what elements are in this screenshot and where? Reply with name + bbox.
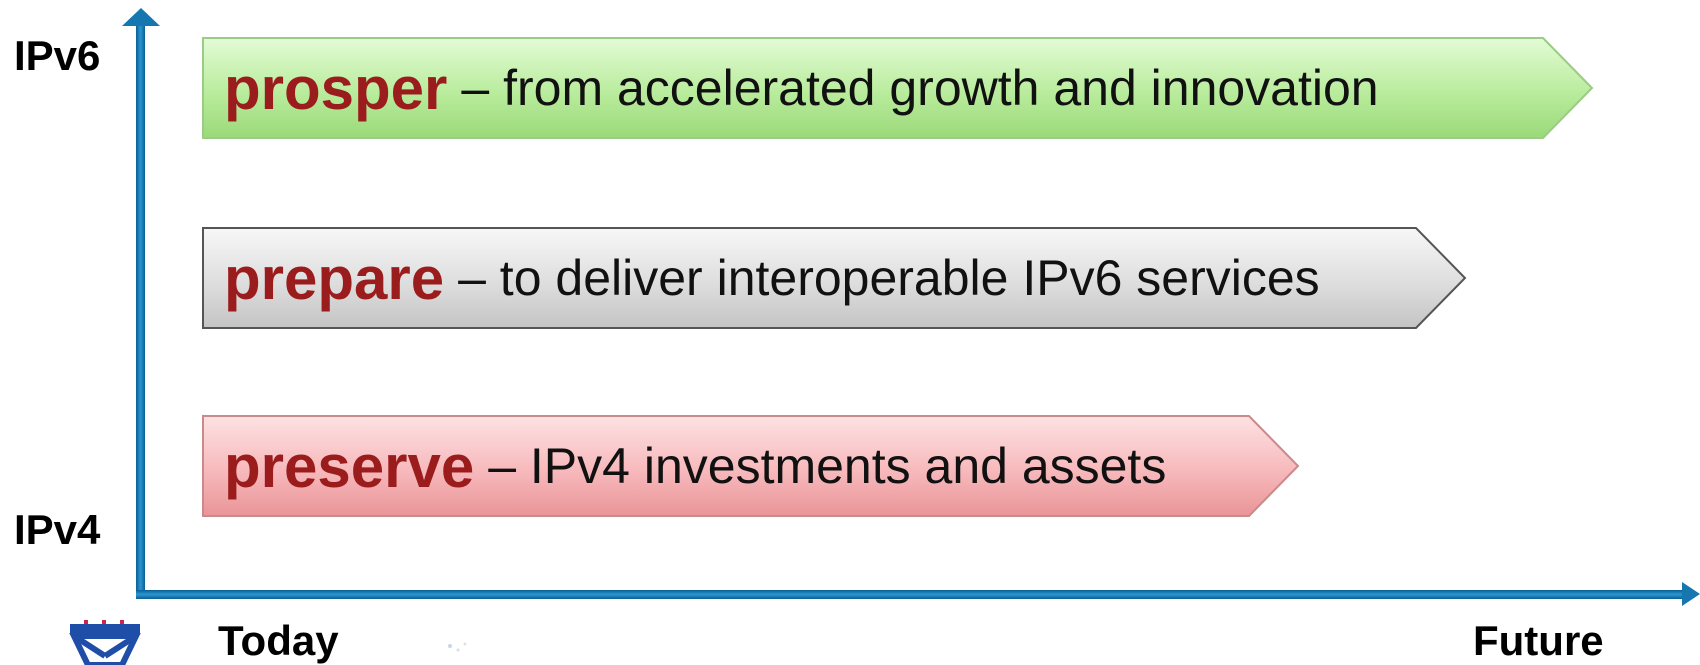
band-description: – to deliver interoperable IPv6 services: [458, 250, 1320, 306]
band-preserve: preserve – IPv4 investments and assets: [202, 416, 1298, 516]
band-prepare: prepare – to deliver interoperable IPv6 …: [202, 228, 1465, 328]
y-axis-top-label: IPv6: [14, 32, 101, 79]
band-description: – from accelerated growth and innovation: [461, 60, 1379, 116]
y-axis-line: [136, 24, 145, 599]
x-axis-line: [136, 590, 1686, 599]
prepare-arrow-shape: [202, 227, 1467, 329]
decorative-speck: [448, 642, 467, 652]
preserve-arrow-shape: [202, 415, 1300, 517]
band-prosper: prosper – from accelerated growth and in…: [202, 38, 1592, 138]
y-axis-arrowhead: [122, 8, 160, 26]
y-axis-bottom-label: IPv4: [14, 506, 101, 553]
band-keyword: prepare: [224, 244, 445, 312]
x-axis-right-label: Future: [1473, 617, 1604, 664]
band-description: – IPv4 investments and assets: [488, 438, 1167, 494]
x-axis-arrowhead: [1682, 582, 1700, 606]
x-axis-left-label: Today: [218, 617, 339, 664]
band-keyword: preserve: [224, 432, 475, 500]
prosper-arrow-shape: [202, 37, 1594, 139]
band-keyword: prosper: [224, 54, 448, 122]
logo-icon: [69, 620, 141, 665]
